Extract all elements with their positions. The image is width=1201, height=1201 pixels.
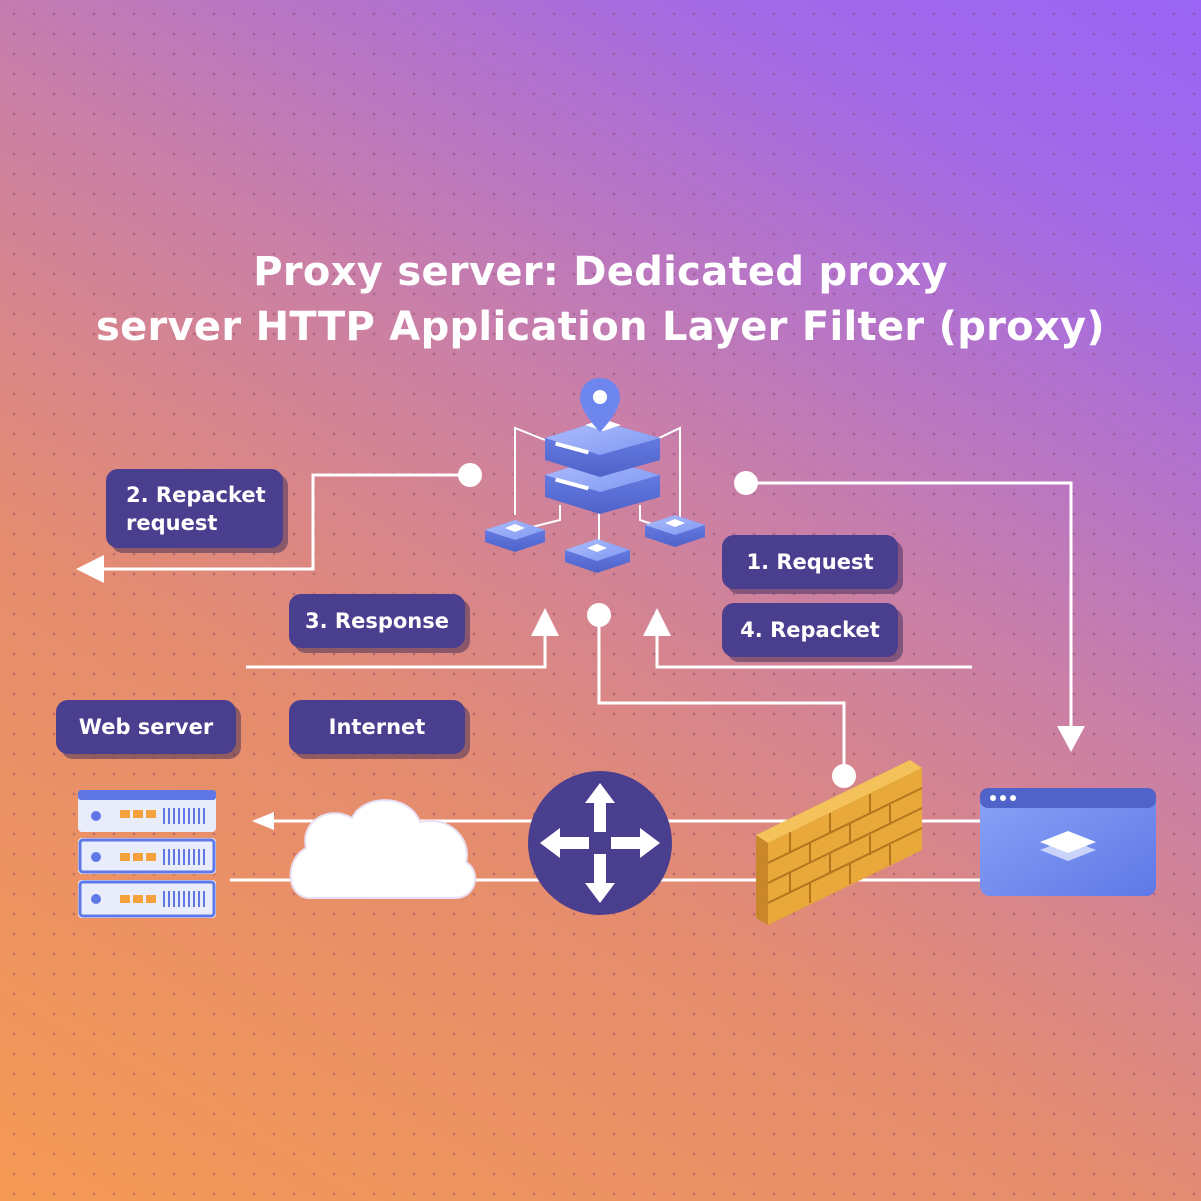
router-icon [528, 771, 672, 915]
label-repacket-request: 2. Repacket request [106, 469, 283, 548]
node-dot [587, 603, 611, 627]
line-firewall-proxy [597, 615, 846, 776]
line-repacket [655, 636, 972, 669]
node-dot [734, 471, 758, 495]
diagram-title: Proxy server: Dedicated proxy server HTT… [0, 245, 1201, 355]
web-server-icon [78, 790, 216, 918]
title-line-2: server HTTP Application Layer Filter (pr… [95, 304, 1106, 350]
firewall-icon [756, 760, 923, 925]
line-response [246, 636, 547, 669]
node-dot [458, 463, 482, 487]
label-response: 3. Response [289, 594, 465, 648]
arrow-up-icon [531, 608, 559, 636]
label-internet: Internet [289, 700, 465, 754]
client-browser-window-icon [980, 788, 1156, 896]
arrow-up-icon [643, 608, 671, 636]
label-web-server: Web server [56, 700, 236, 754]
arrow-left-small-icon [252, 812, 274, 830]
label-repacket-request-line-2: request [126, 510, 218, 535]
arrow-left-icon [76, 555, 104, 583]
arrow-down-icon [1057, 726, 1085, 752]
label-request: 1. Request [722, 535, 898, 589]
line-repacket-request [100, 473, 470, 571]
connector-dots [458, 463, 856, 788]
cloud-icon [289, 799, 476, 899]
line-request [746, 481, 1073, 730]
proxy-server-icon [485, 378, 705, 573]
node-dot [832, 764, 856, 788]
label-repacket-request-line-1: 2. Repacket [126, 482, 266, 507]
label-repacket: 4. Repacket [722, 603, 898, 657]
arrowheads [76, 555, 1085, 830]
title-line-1: Proxy server: Dedicated proxy [253, 249, 948, 295]
